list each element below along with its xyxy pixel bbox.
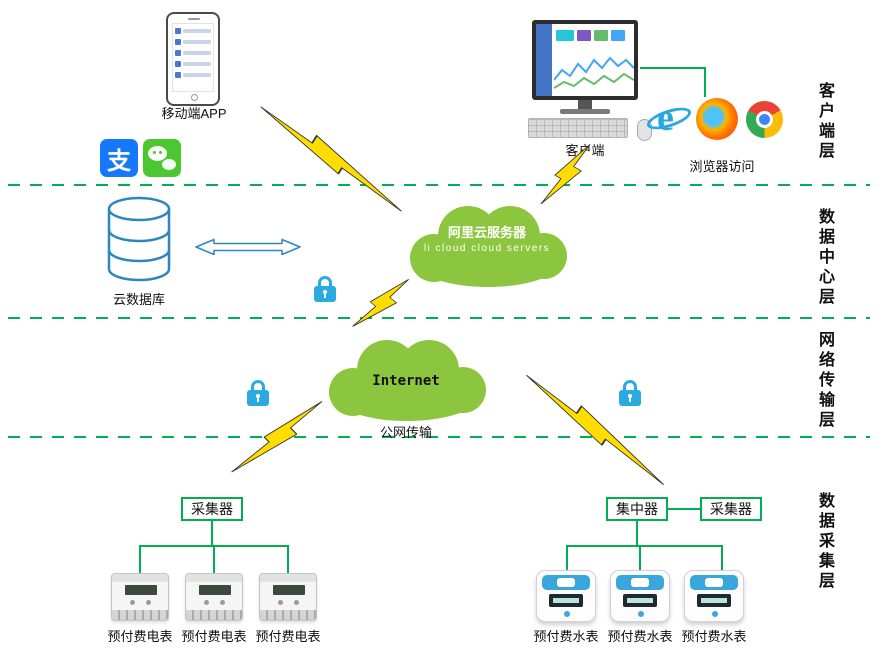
desktop-monitor-icon [532,20,638,100]
water-meter-icon [610,570,670,622]
monitor-browser-link [704,67,706,97]
connector-line [566,545,568,570]
layer-divider [8,184,870,186]
phone-home-button [191,94,198,101]
monitor-stand [578,100,592,109]
monitor-base [560,109,610,114]
lightning-bolt-icon [540,143,591,205]
water-meter-icon [684,570,744,622]
connector-line [639,545,641,570]
lightning-bolt-icon [259,106,403,212]
collector-box-right: 采集器 [700,497,762,521]
electric-meter-icon [259,573,317,621]
connector-line [668,508,700,510]
alipay-icon: 支 [100,139,138,177]
layer-label-network: 网络传输层 [816,331,833,431]
ie-browser-icon: e [644,97,694,140]
electric-meter-label: 预付费电表 [181,629,247,644]
mobile-app-label: 移动端APP [161,106,227,121]
internet-label: Internet [372,373,440,389]
electric-meter-icon [111,573,169,621]
layer-divider [8,436,870,438]
connector-line [721,545,723,570]
phone-speaker [188,18,200,20]
connector-line [213,545,215,573]
public-network-label: 公网传输 [379,425,432,440]
water-meter-label: 预付费水表 [681,629,747,644]
connector-line [287,545,289,573]
collector-box-left: 采集器 [181,497,243,521]
layer-label-collection: 数据采集层 [816,492,833,592]
monitor-browser-link [640,67,705,69]
wechat-icon [143,139,181,177]
connector-line [211,521,213,545]
chrome-browser-icon [746,101,783,138]
layer-divider [8,317,870,319]
firefox-browser-icon [696,98,738,140]
ali-cloud-text: 阿里云服务器 li cloud cloud servers [398,224,576,255]
lock-icon [619,380,641,409]
lightning-bolt-icon [352,278,410,327]
dashboard-chart [554,56,634,89]
electric-meter-label: 预付费电表 [107,629,173,644]
alipay-glyph: 支 [107,147,131,175]
ali-cloud-title: 阿里云服务器 [447,225,526,240]
lock-icon [314,276,336,305]
connector-line [636,521,638,545]
database-label: 云数据库 [112,292,165,307]
dashboard-tile [577,30,591,41]
keyboard-icon [528,118,628,138]
connector-line [566,545,722,547]
database-icon [107,196,171,282]
lock-icon [247,380,269,409]
connector-line [139,545,141,573]
water-meter-icon [536,570,596,622]
phone-screen [172,23,214,92]
lightning-bolt-icon [230,400,323,473]
electric-meter-label: 预付费电表 [255,629,321,644]
water-meter-label: 预付费水表 [533,629,599,644]
concentrator-box: 集中器 [606,497,668,521]
dashboard-tile [556,30,574,41]
water-meter-label: 预付费水表 [607,629,673,644]
lightning-bolt-icon [525,374,665,486]
ali-cloud-subtitle: li cloud cloud servers [423,242,551,254]
dashboard-sidebar [536,24,552,96]
internet-cloud-icon [329,340,486,421]
layer-label-client: 客户端层 [816,82,833,162]
mouse-icon [637,119,652,141]
mobile-phone-icon [166,12,220,106]
dashboard-tile [611,30,625,41]
ali-cloud-icon [410,206,567,287]
electric-meter-icon [185,573,243,621]
double-arrow-icon [195,238,301,256]
dashboard-tile [594,30,608,41]
browser-access-label: 浏览器访问 [689,159,755,174]
layer-label-datacenter: 数据中心层 [816,208,833,308]
